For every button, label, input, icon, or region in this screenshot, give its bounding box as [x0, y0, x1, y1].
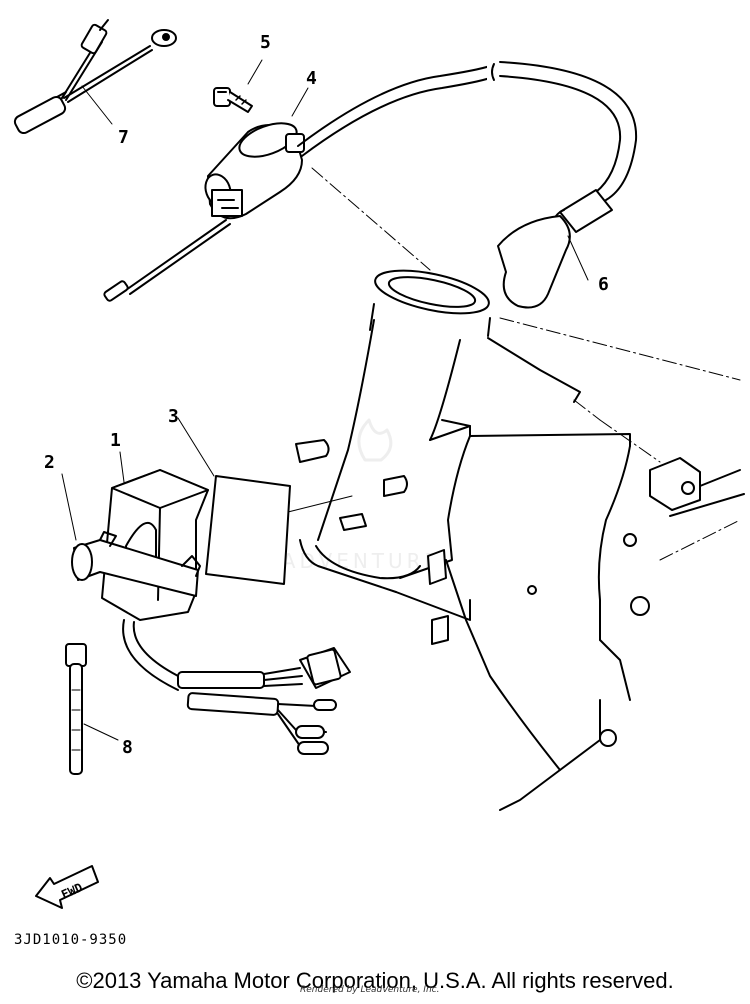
- callout-5: 5: [260, 32, 271, 53]
- callout-3: 3: [168, 406, 179, 427]
- cdi-wiring: [122, 619, 351, 755]
- cable-tie-part-8[interactable]: [65, 643, 119, 775]
- callout-2: 2: [44, 452, 55, 473]
- renderer-credit: Rendered by LeadVenture, Inc.: [300, 985, 440, 995]
- hightension-lead-and-cap-part-6[interactable]: [297, 61, 638, 309]
- fwd-arrow-icon: FWD: [35, 865, 99, 909]
- screw-part-5[interactable]: [213, 59, 263, 113]
- callout-6: 6: [598, 274, 609, 295]
- leader-lines: [311, 167, 741, 561]
- callout-4: 4: [306, 68, 317, 89]
- damper-part-3[interactable]: [177, 417, 353, 585]
- frame-head-pipe: [295, 269, 745, 811]
- ignition-coil-part-4[interactable]: [103, 87, 309, 302]
- wire-lead-part-7[interactable]: [13, 19, 177, 135]
- callout-1: 1: [110, 430, 121, 451]
- diagram-part-code: 3JD1010-9350: [14, 932, 128, 948]
- callout-8: 8: [122, 737, 133, 758]
- callout-7: 7: [118, 127, 129, 148]
- callout-labels: 1 2 3 4 5 6 7 8: [44, 32, 609, 758]
- band-part-2[interactable]: [61, 473, 201, 597]
- copyright-notice: ©2013 Yamaha Motor Corporation, U.S.A. A…: [76, 968, 674, 993]
